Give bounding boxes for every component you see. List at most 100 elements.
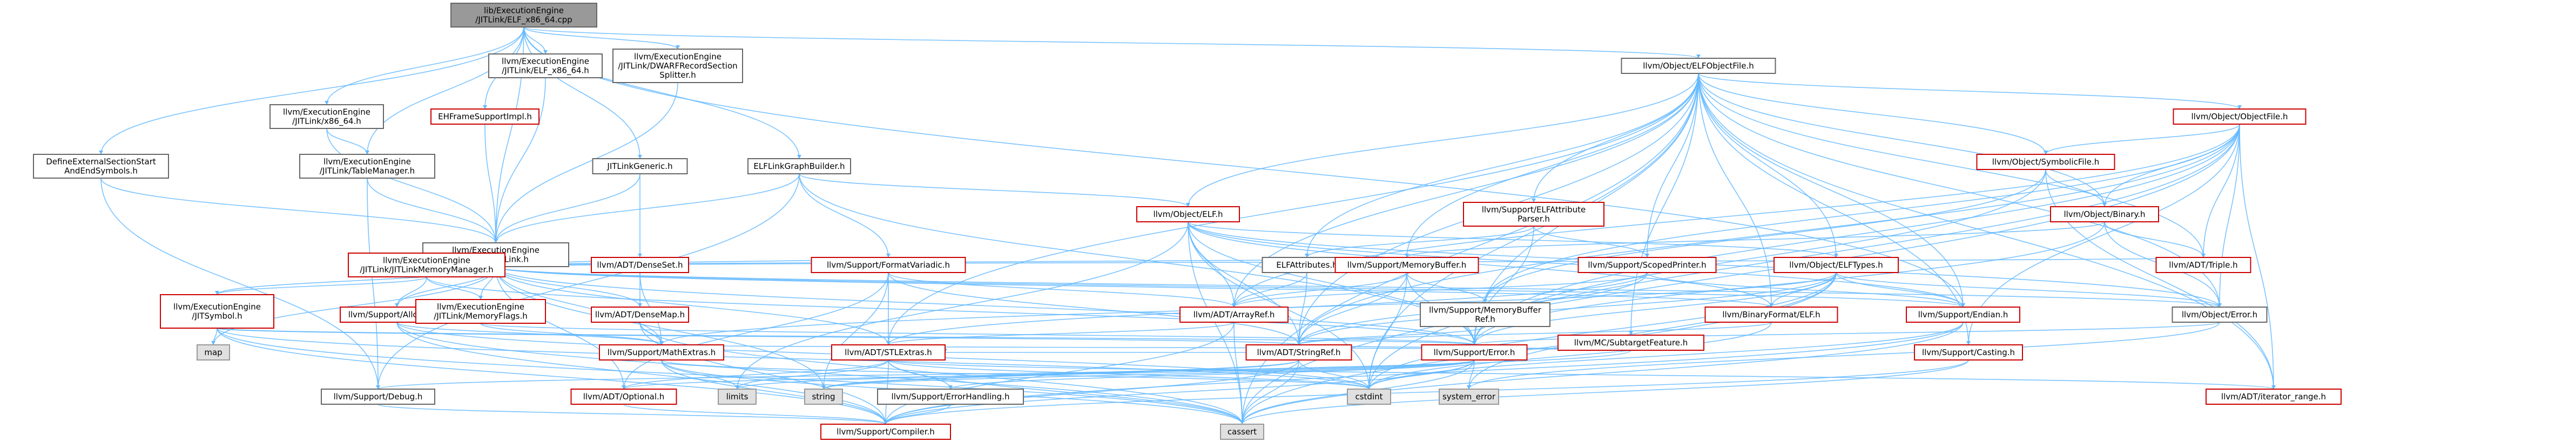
- edge-mathextras-to-compiler: [661, 359, 886, 425]
- node-box: [1420, 302, 1550, 327]
- node-binary[interactable]: llvm/Object/Binary.h: [2050, 206, 2159, 222]
- edge-elfobjfile-to-memorybuffer: [1406, 73, 1699, 258]
- node-cassert: cassert: [1220, 424, 1264, 440]
- edge-jitlinkh-to-stlextras: [495, 266, 889, 345]
- edge-arrowhead: [376, 385, 380, 389]
- edge-elfobjfile-to-binaryformatelf: [1698, 73, 1772, 308]
- node-objectelf[interactable]: llvm/Object/ELF.h: [1136, 206, 1240, 222]
- edge-endian-to-cassert: [1242, 322, 1964, 425]
- node-label-line: map: [204, 348, 222, 357]
- node-objerror[interactable]: llvm/Object/Error.h: [2172, 307, 2268, 323]
- node-dwarf[interactable]: llvm/ExecutionEngine/JITLink/DWARFRecord…: [612, 49, 743, 83]
- node-box: [160, 294, 274, 329]
- edge-scopedprinter-to-arrayref: [1233, 272, 1648, 308]
- node-x8664[interactable]: llvm/ExecutionEngine/JITLink/x86_64.h: [269, 104, 384, 129]
- node-label-line: llvm/ADT/StringRef.h: [1257, 348, 1340, 357]
- edge-mathextras-to-cstdint: [661, 359, 1370, 390]
- edge-jitlinkh-to-supporterror: [495, 266, 1475, 345]
- node-elfobjfile[interactable]: llvm/Object/ELFObjectFile.h: [1621, 58, 1776, 74]
- edge-arrowhead: [494, 239, 498, 243]
- node-memorybuffer[interactable]: llvm/Support/MemoryBuffer.h: [1334, 257, 1479, 273]
- edge-objectfile-to-iteratorrange: [2239, 124, 2274, 390]
- node-jitsymbol[interactable]: llvm/ExecutionEngine/JITSymbol.h: [160, 294, 274, 329]
- edge-formatvariadic-to-stringref: [888, 272, 1299, 345]
- node-label-line: /JITLink/ELF_x86_64.h: [502, 66, 589, 76]
- edge-arrowhead: [638, 254, 642, 257]
- edge-tablemgr-to-jitlinkh: [367, 178, 496, 243]
- node-box: [2173, 108, 2307, 125]
- edge-arrayref-to-stlextras: [888, 322, 1235, 345]
- edge-elfobjfile-to-scopedprinter: [1647, 73, 1699, 258]
- node-label-line: llvm/ExecutionEngine: [173, 302, 261, 312]
- node-stlextras[interactable]: llvm/ADT/STLExtras.h: [831, 344, 946, 361]
- edge-arrowhead: [821, 385, 826, 389]
- node-systemerror: system_error: [1439, 389, 1499, 405]
- node-triple[interactable]: llvm/ADT/Triple.h: [2155, 257, 2251, 273]
- node-jitlinkgeneric[interactable]: JITLinkGeneric.h: [592, 158, 688, 174]
- node-layer: lib/ExecutionEngine/JITLink/ELF_x86_64.c…: [33, 3, 2342, 440]
- edge-arrowhead: [948, 385, 953, 389]
- node-tablemgr[interactable]: llvm/ExecutionEngine/JITLink/TableManage…: [299, 154, 435, 179]
- edge-elfattrparser-to-scopedprinter: [1533, 226, 1648, 258]
- node-endian[interactable]: llvm/Support/Endian.h: [1906, 307, 2020, 323]
- node-casting[interactable]: llvm/Support/Casting.h: [1914, 344, 2023, 361]
- node-elflinkgb[interactable]: ELFLinkGraphBuilder.h: [747, 158, 851, 174]
- node-memoryflags[interactable]: llvm/ExecutionEngine/JITLink/MemoryFlags…: [415, 299, 546, 324]
- edge-errorhandling-to-compiler: [885, 404, 951, 425]
- node-stringref[interactable]: llvm/ADT/StringRef.h: [1245, 344, 1352, 361]
- node-mathextras[interactable]: llvm/Support/MathExtras.h: [599, 344, 724, 361]
- node-defineext[interactable]: DefineExternalSectionStartAndEndSymbols.…: [33, 154, 169, 179]
- node-label-line: llvm/ExecutionEngine: [437, 302, 524, 312]
- edge-objectfile-to-supporterror: [1474, 124, 2240, 345]
- node-cstdint: cstdint: [1347, 389, 1391, 405]
- node-box: [1334, 257, 1479, 273]
- node-label-line: llvm/ADT/iterator_range.h: [2221, 392, 2326, 402]
- edge-casting-to-cassert: [1242, 359, 1969, 425]
- node-arrayref[interactable]: llvm/ADT/ArrayRef.h: [1179, 307, 1289, 323]
- edge-arrowhead: [1629, 331, 1633, 335]
- edge-jitlinkmm-to-supporterror: [426, 276, 1475, 345]
- node-scopedprinter[interactable]: llvm/Support/ScopedPrinter.h: [1577, 257, 1717, 273]
- edge-arrowhead: [211, 341, 215, 345]
- node-label-line: DefineExternalSectionStart: [46, 157, 156, 167]
- node-label-line: llvm/Object/ELFObjectFile.h: [1643, 61, 1754, 71]
- edge-arrowhead: [735, 385, 739, 389]
- node-debug[interactable]: llvm/Support/Debug.h: [321, 389, 435, 405]
- node-optional[interactable]: llvm/ADT/Optional.h: [570, 389, 677, 405]
- node-box: [804, 389, 843, 405]
- edge-elfattributes-to-arrayref: [1233, 272, 1307, 308]
- edge-jitlinkmm-to-jitsymbol: [217, 276, 427, 295]
- edge-jitlinkh-to-map: [213, 266, 496, 345]
- node-jitlinkmm[interactable]: llvm/ExecutionEngine/JITLink/JITLinkMemo…: [348, 253, 505, 277]
- node-compiler[interactable]: llvm/Support/Compiler.h: [820, 424, 951, 440]
- node-box: [1577, 257, 1717, 273]
- node-ehframe[interactable]: EHFrameSupportImpl.h: [430, 108, 540, 125]
- node-box: [1421, 344, 1528, 361]
- edge-arrowhead: [659, 341, 664, 345]
- node-root[interactable]: lib/ExecutionEngine/JITLink/ELF_x86_64.c…: [450, 3, 597, 28]
- node-elfx8664h[interactable]: llvm/ExecutionEngine/JITLink/ELF_x86_64.…: [488, 53, 603, 78]
- node-errorhandling[interactable]: llvm/Support/ErrorHandling.h: [877, 389, 1024, 405]
- node-box: [2206, 389, 2342, 405]
- node-binaryformatelf[interactable]: llvm/BinaryFormat/ELF.h: [1704, 307, 1838, 323]
- edge-root-to-elfobjfile: [523, 26, 1699, 59]
- node-subtarget[interactable]: llvm/MC/SubtargetFeature.h: [1557, 335, 1704, 351]
- node-densemap[interactable]: llvm/ADT/DenseMap.h: [591, 307, 689, 323]
- node-formatvariadic[interactable]: llvm/Support/FormatVariadic.h: [811, 257, 966, 273]
- node-box: [33, 154, 169, 179]
- edge-arrowhead: [478, 296, 483, 300]
- node-box: [415, 299, 546, 324]
- node-label-line: cassert: [1228, 427, 1257, 437]
- node-denseset[interactable]: llvm/ADT/DenseSet.h: [591, 257, 689, 273]
- edge-objectfile-to-cstdint: [1368, 124, 2240, 390]
- node-box: [321, 389, 435, 405]
- node-supporterror[interactable]: llvm/Support/Error.h: [1421, 344, 1528, 361]
- node-elftypes[interactable]: llvm/Object/ELFTypes.h: [1773, 257, 1899, 273]
- node-iteratorrange[interactable]: llvm/ADT/iterator_range.h: [2206, 389, 2342, 405]
- node-symbolicfile[interactable]: llvm/Object/SymbolicFile.h: [1976, 154, 2115, 170]
- node-label-line: /JITSymbol.h: [192, 311, 242, 321]
- node-label-line: AndEndSymbols.h: [64, 166, 138, 176]
- node-objectfile[interactable]: llvm/Object/ObjectFile.h: [2173, 108, 2307, 125]
